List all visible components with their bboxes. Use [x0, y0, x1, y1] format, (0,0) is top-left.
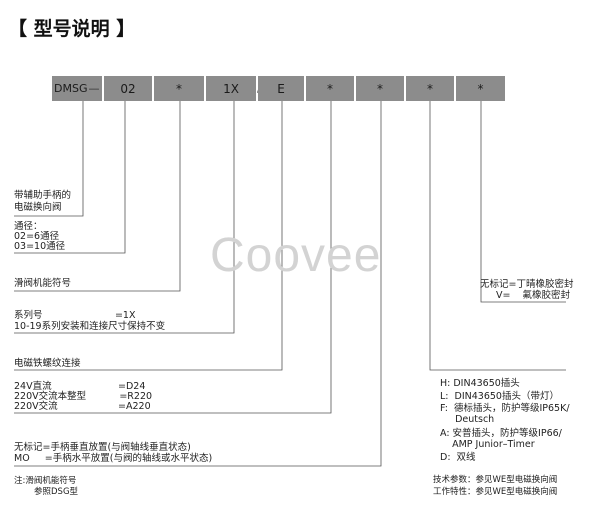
code-box-plug: * [406, 76, 454, 101]
label-bore-1: 通径： [14, 221, 43, 232]
label-solenoid: 电磁铁螺纹连接 [14, 358, 81, 369]
label-voltage-2: 220V交流本整型 =R220 [14, 391, 153, 402]
label-voltage-1: 24V直流 =D24 [14, 381, 146, 392]
label-plug-2: L: DIN43650插头（带灯） [440, 391, 559, 402]
label-plug-3: F: 德标插头，防护等级IP65K/ [440, 403, 570, 414]
label-plug-4: Deutsch [440, 414, 495, 425]
label-series-2: 10-19系列安装和连接尺寸保持不变 [14, 321, 166, 332]
label-bore-3: 03=10通径 [14, 241, 66, 252]
connector-plug [429, 101, 566, 371]
label-note-2: 参照DSG型 [34, 487, 79, 497]
label-tech-1: 技术参数：参见WE型电磁换向阀 [433, 475, 558, 485]
watermark: Coovee [210, 229, 382, 282]
code-box-handle: * [356, 76, 404, 101]
label-voltage-3: 220V交流 =A220 [14, 401, 151, 412]
connector-series [14, 101, 235, 334]
connector-seal [480, 101, 566, 303]
label-slide-symbol: 滑阀机能符号 [14, 278, 72, 289]
code-series-text: DMSG [54, 82, 88, 95]
page-title: 【 型号说明 】 [8, 18, 136, 40]
model-code-bar: DMSG — 02 * 1X / E * * * * [52, 76, 505, 101]
label-plug-5: A: 安普插头，防护等级IP66/ [440, 428, 562, 439]
code-box-voltage: * [306, 76, 354, 101]
code-box-series: DMSG — [52, 76, 102, 101]
label-tech-2: 工作特性：参见WE型电磁换向阀 [433, 487, 558, 497]
code-separator: — [88, 82, 100, 95]
label-aux-handle-2: 电磁换向阀 [14, 202, 62, 213]
label-aux-handle-1: 带辅助手柄的 [14, 190, 72, 201]
code-box-spool: * [154, 76, 204, 101]
label-note-1: 注:滑阀机能符号 [14, 476, 77, 486]
code-box-solenoid: E [258, 76, 304, 101]
label-series-1: 系列号 =1X [14, 310, 136, 321]
code-box-bore: 02 [104, 76, 152, 101]
label-handle-1: 无标记=手柄垂直放置(与阀轴线垂直状态) [14, 442, 191, 453]
label-seal-2: V= 氟橡胶密封 [496, 290, 571, 301]
label-bore-2: 02=6通径 [14, 231, 60, 242]
label-plug-6: AMP Junior–Timer [440, 439, 535, 450]
label-plug-1: H: DIN43650插头 [440, 378, 520, 389]
label-seal-1: 无标记=丁晴橡胶密封 [480, 279, 574, 290]
code-box-seal: * [456, 76, 505, 101]
code-box-series-no: 1X [206, 76, 256, 101]
label-handle-2: MO =手柄水平放置(与阀的轴线或水平状态) [14, 453, 213, 464]
label-plug-7: D: 双线 [440, 452, 476, 463]
